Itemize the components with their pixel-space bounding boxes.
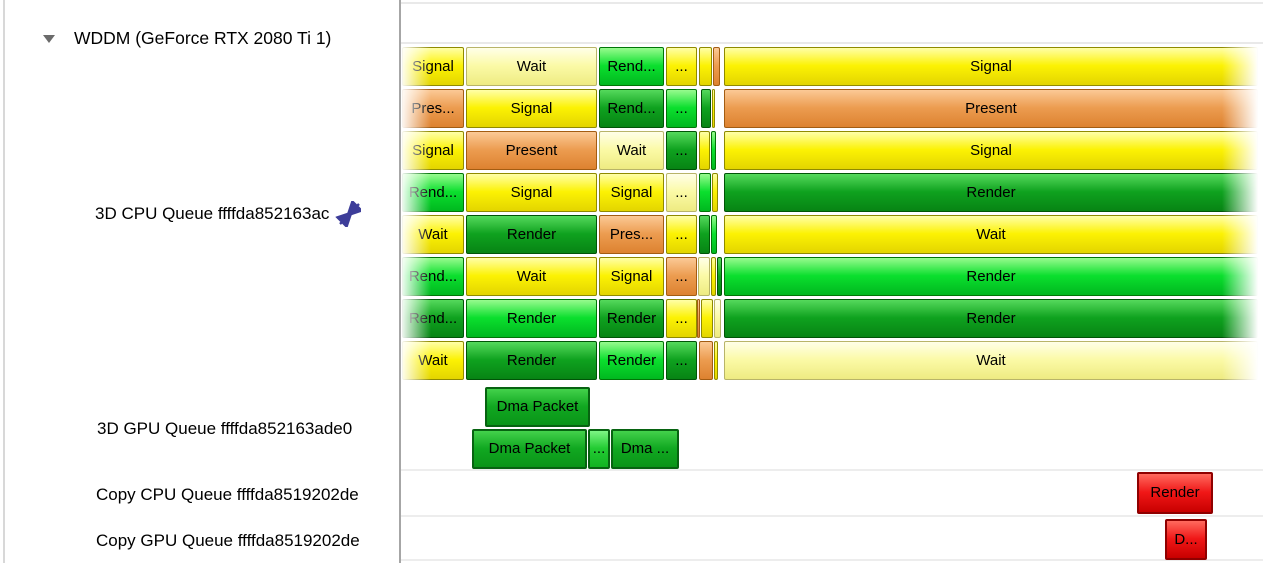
timeline-segment[interactable]: Signal xyxy=(402,47,464,86)
timeline-segment-sliver[interactable] xyxy=(713,47,720,86)
timeline-segment[interactable]: Wait xyxy=(402,341,464,380)
collapse-arrows-icon[interactable] xyxy=(335,199,365,229)
timeline-segment-sliver[interactable] xyxy=(699,131,710,170)
timeline-segment[interactable]: Wait xyxy=(724,341,1258,380)
timeline-segment-sliver[interactable] xyxy=(698,257,710,296)
timeline-segment-sliver[interactable] xyxy=(712,89,715,128)
grid-line-copy-cpu-top xyxy=(401,469,1263,471)
timeline-segment[interactable]: ... xyxy=(666,215,697,254)
collapse-triangle-icon[interactable] xyxy=(43,35,55,43)
timeline-segment[interactable]: Render xyxy=(724,299,1258,338)
timeline-segment[interactable]: Pres... xyxy=(402,89,464,128)
timeline-segment-sliver[interactable] xyxy=(701,89,711,128)
timeline-segment-sliver[interactable] xyxy=(714,341,718,380)
timeline-segment[interactable]: Wait xyxy=(466,257,597,296)
timeline-segment-sliver[interactable] xyxy=(697,299,700,338)
timeline-segment[interactable]: Render xyxy=(1137,472,1213,514)
queue-label-copy-gpu: Copy GPU Queue ffffda8519202de xyxy=(96,529,360,553)
queue-label-copy-cpu: Copy CPU Queue ffffda8519202de xyxy=(96,483,359,507)
queue-label-text: Copy CPU Queue ffffda8519202de xyxy=(96,485,359,504)
timeline-segment-sliver[interactable] xyxy=(699,173,711,212)
grid-line-row-top xyxy=(401,42,1263,44)
timeline-segment[interactable]: Signal xyxy=(599,173,664,212)
timeline-segment[interactable]: ... xyxy=(666,257,697,296)
timeline-segment[interactable]: ... xyxy=(666,89,697,128)
timeline-segment[interactable]: ... xyxy=(666,173,697,212)
timeline-segment[interactable]: Render xyxy=(466,215,597,254)
timeline-segment[interactable]: Render xyxy=(599,299,664,338)
timeline-segment[interactable]: Rend... xyxy=(402,257,464,296)
queue-label-text: 3D CPU Queue ffffda852163ac xyxy=(95,204,330,223)
queue-label-3d-cpu: 3D CPU Queue ffffda852163ac xyxy=(95,199,365,229)
timeline-segment-sliver[interactable] xyxy=(699,215,710,254)
timeline-segment[interactable]: Render xyxy=(724,173,1258,212)
queue-label-text: 3D GPU Queue ffffda852163ade0 xyxy=(97,419,353,438)
timeline-segment-sliver[interactable] xyxy=(711,257,716,296)
timeline-segment[interactable]: Rend... xyxy=(402,173,464,212)
timeline-segment[interactable]: Pres... xyxy=(599,215,664,254)
queue-label-3d-gpu: 3D GPU Queue ffffda852163ade0 xyxy=(97,417,352,441)
timeline-segment[interactable]: Present xyxy=(724,89,1258,128)
timeline-segment[interactable]: D... xyxy=(1165,519,1207,560)
grid-line-bottom xyxy=(401,559,1263,561)
timeline-segment-sliver[interactable] xyxy=(714,299,721,338)
timeline-segment[interactable]: Signal xyxy=(724,131,1258,170)
timeline-segment[interactable]: Wait xyxy=(466,47,597,86)
timeline-segment[interactable]: ... xyxy=(666,341,697,380)
timeline-segment-sliver[interactable] xyxy=(701,299,713,338)
timeline-segment-sliver[interactable] xyxy=(712,173,718,212)
timeline-segment[interactable]: Wait xyxy=(724,215,1258,254)
timeline-segment[interactable]: Render xyxy=(466,299,597,338)
timeline-segment[interactable]: ... xyxy=(666,299,697,338)
timeline-segment[interactable]: Render xyxy=(599,341,664,380)
timeline-segment[interactable]: Signal xyxy=(724,47,1258,86)
timeline-segment[interactable]: Render xyxy=(724,257,1258,296)
timeline-segment[interactable]: Rend... xyxy=(402,299,464,338)
grid-line-copy-gpu-top xyxy=(401,515,1263,517)
timeline-segment[interactable]: ... xyxy=(666,131,697,170)
timeline-segment[interactable]: Wait xyxy=(599,131,664,170)
timeline-segment-sliver[interactable] xyxy=(699,341,713,380)
label-pane: WDDM (GeForce RTX 2080 Ti 1) 3D CPU Queu… xyxy=(0,0,400,563)
timeline-segment[interactable]: Dma Packet xyxy=(472,429,587,469)
timeline-segment[interactable]: Signal xyxy=(402,131,464,170)
timeline-segment-sliver[interactable] xyxy=(699,47,712,86)
timeline-segment[interactable]: Dma Packet xyxy=(485,387,590,427)
timeline-segment[interactable]: ... xyxy=(666,47,697,86)
timeline-segment[interactable]: Rend... xyxy=(599,89,664,128)
timeline-segment[interactable]: Present xyxy=(466,131,597,170)
timeline-segment[interactable]: Signal xyxy=(466,173,597,212)
timeline-segment[interactable]: Signal xyxy=(599,257,664,296)
timeline-segment[interactable]: Dma ... xyxy=(611,429,679,469)
device-label: WDDM (GeForce RTX 2080 Ti 1) xyxy=(74,28,332,48)
timeline-segment-sliver[interactable] xyxy=(717,257,722,296)
timeline-segment-sliver[interactable] xyxy=(711,131,716,170)
grid-line-top xyxy=(401,2,1263,4)
timeline-segment[interactable]: Render xyxy=(466,341,597,380)
timeline-segment[interactable]: Wait xyxy=(402,215,464,254)
timeline-segment[interactable]: Signal xyxy=(466,89,597,128)
queue-label-text: Copy GPU Queue ffffda8519202de xyxy=(96,531,360,550)
timeline-segment[interactable]: Rend... xyxy=(599,47,664,86)
timeline-segment[interactable]: ... xyxy=(588,429,610,469)
timeline-segment-sliver[interactable] xyxy=(711,215,717,254)
